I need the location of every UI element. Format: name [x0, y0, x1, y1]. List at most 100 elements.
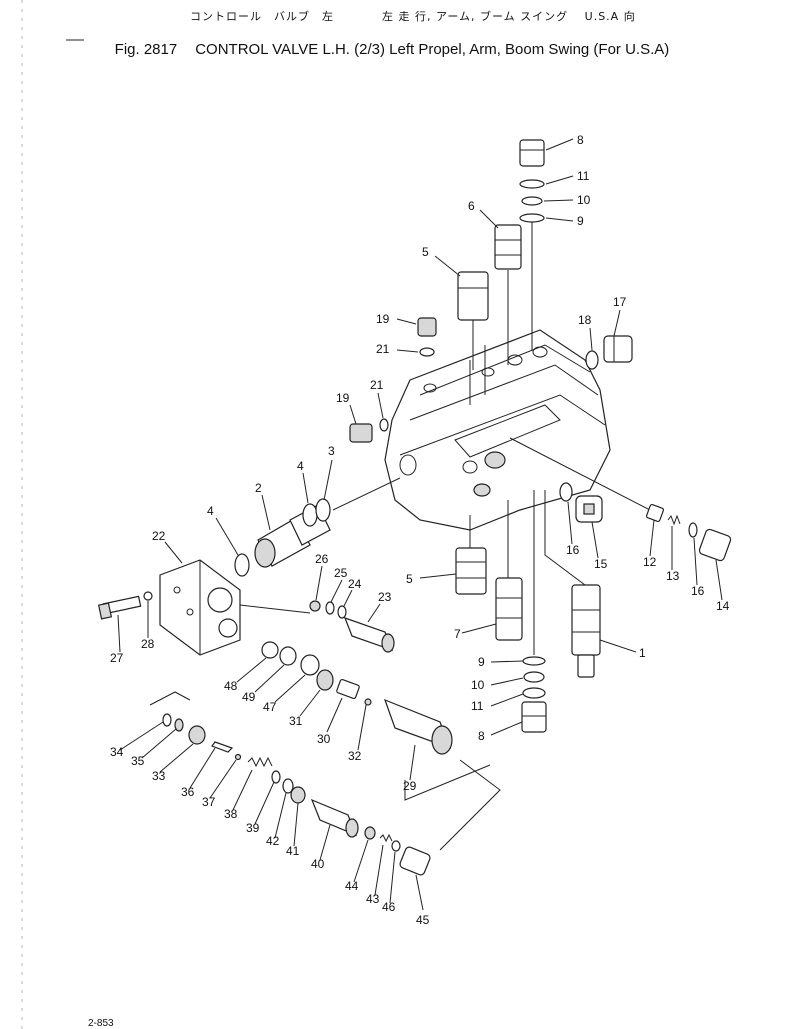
callout-26: 26 [315, 552, 329, 566]
callout-41: 41 [286, 844, 300, 858]
callout-30: 30 [317, 732, 331, 746]
part-7-valve [495, 577, 523, 641]
part-10-ring [521, 196, 543, 206]
callout-48: 48 [224, 679, 238, 693]
callout-24: 24 [348, 577, 362, 591]
callout-49: 49 [242, 690, 256, 704]
part-19-plug-left [349, 423, 373, 443]
callout-45: 45 [416, 913, 430, 927]
group-bracket [149, 691, 191, 706]
part-11-ring-lower [522, 687, 546, 699]
callout-22: 22 [152, 529, 166, 543]
leader [239, 604, 311, 614]
callout-35: 35 [131, 754, 145, 768]
part-42-ring [282, 778, 294, 794]
callout-18: 18 [578, 313, 592, 327]
callout-23: 23 [378, 590, 392, 604]
part-3-ring [315, 498, 331, 522]
part-16-ring-right [688, 522, 698, 538]
part-9-ring [519, 213, 545, 223]
part-44-ring [364, 826, 376, 840]
part-49-ring [279, 646, 297, 666]
callout-8-lower: 8 [478, 729, 485, 743]
part-45-cap [399, 846, 431, 876]
part-9-ring-lower [522, 656, 546, 666]
callout-3: 3 [328, 444, 335, 458]
figure-number: Fig. 2817 [114, 41, 178, 58]
callout-19-upper: 19 [376, 312, 390, 326]
callout-31: 31 [289, 714, 303, 728]
part-41-ring [290, 786, 306, 804]
callout-6: 6 [468, 199, 475, 213]
callout-34: 34 [110, 745, 124, 759]
part-4-ring-right [302, 503, 318, 527]
part-33-plug [188, 725, 206, 745]
part-47-ring [300, 654, 320, 676]
callout-10-top: 10 [577, 193, 591, 207]
callout-43: 43 [366, 892, 380, 906]
part-32-spring [364, 698, 372, 706]
callout-16-right: 16 [691, 584, 705, 598]
part-22-cover [159, 559, 241, 656]
part-46-ring [391, 840, 401, 852]
part-31-plug [316, 669, 334, 691]
part-26-nut [309, 600, 321, 612]
part-21-ring-left [379, 418, 389, 432]
part-25-ring [325, 601, 335, 615]
part-19-plug-upper [417, 317, 437, 337]
part-5-lower-valve [455, 547, 487, 595]
part-23-spool [343, 617, 395, 653]
callout-16-center: 16 [566, 543, 580, 557]
leader [509, 437, 651, 511]
callout-9-top: 9 [577, 214, 584, 228]
part-21-ring-upper [419, 347, 435, 357]
part-8-bottom-plug [521, 701, 547, 733]
callout-14: 14 [716, 599, 730, 613]
callout-15: 15 [594, 557, 608, 571]
part-30-piston [336, 678, 360, 700]
callout-17: 17 [613, 295, 627, 309]
part-13-spring [667, 514, 681, 526]
callout-21-left: 21 [370, 378, 384, 392]
page-code: 2-853 [88, 1018, 114, 1029]
part-11-ring [519, 179, 545, 189]
callout-32: 32 [348, 749, 362, 763]
leader [404, 764, 491, 801]
callout-29: 29 [403, 779, 417, 793]
callout-2: 2 [255, 481, 262, 495]
callout-47: 47 [263, 700, 277, 714]
part-24-ring [337, 605, 347, 619]
part-10-ring-lower [523, 671, 545, 683]
callout-11-top: 11 [577, 169, 590, 183]
part-36-pin [211, 741, 234, 753]
callout-33: 33 [152, 769, 166, 783]
part-34-ring [162, 713, 172, 727]
callout-8-top: 8 [577, 133, 584, 147]
part-39-ring [271, 770, 281, 784]
callout-5-lower: 5 [406, 572, 413, 586]
part-12-plug [645, 503, 665, 523]
part-1-valve [571, 584, 601, 678]
part-4-ring-left [234, 553, 250, 577]
part-29-valve-body [383, 698, 453, 755]
callout-numbers: 8 11 10 9 6 5 19 21 17 18 19 21 3 4 2 4 … [110, 133, 730, 927]
part-17-plug [603, 335, 633, 363]
part-35-ring [174, 718, 184, 732]
page-header: コントロール バルブ 左 左 走 行, アーム, ブーム スイング U.S.A … [0, 0, 795, 58]
callout-44: 44 [345, 879, 359, 893]
part-28-washer [143, 591, 153, 601]
part-43-spring [379, 833, 393, 843]
callout-7: 7 [454, 627, 461, 641]
part-15-plug [575, 495, 603, 523]
callout-leaders [117, 138, 723, 911]
callout-36: 36 [181, 785, 195, 799]
callout-46: 46 [382, 900, 396, 914]
leader [544, 490, 586, 586]
callout-38: 38 [224, 807, 238, 821]
callout-19-left: 19 [336, 391, 350, 405]
callout-10-lower: 10 [471, 678, 485, 692]
part-27-bolt [97, 595, 142, 620]
callout-12: 12 [643, 555, 657, 569]
japanese-title: コントロール バルブ 左 左 走 行, アーム, ブーム スイング U.S.A … [190, 10, 636, 23]
